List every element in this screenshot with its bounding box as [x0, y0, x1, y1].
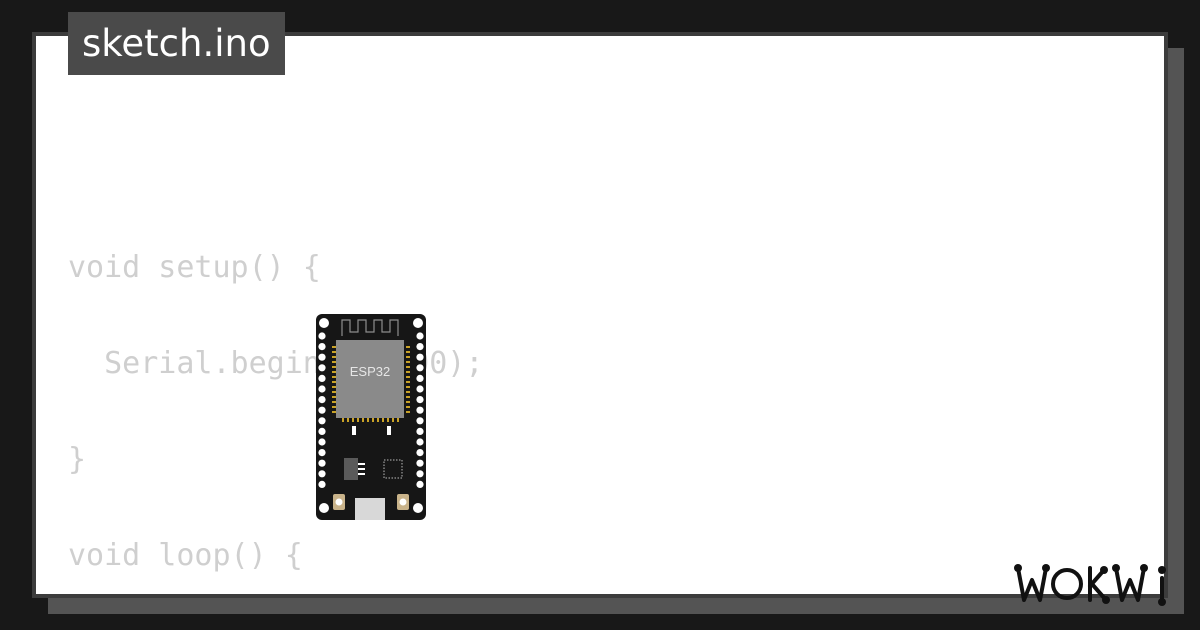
wokwi-logo	[1014, 564, 1166, 606]
code-preview-card: void setup() { Serial.begin(115200); } v…	[32, 32, 1168, 598]
code-line-4: void loop() {	[68, 538, 303, 573]
code-line-1: void setup() {	[68, 250, 321, 285]
code-line-3: }	[68, 442, 87, 477]
filename-tab: sketch.ino	[68, 12, 285, 75]
chip-label: ESP32	[350, 364, 390, 379]
esp32-board: ESP32	[316, 314, 426, 520]
